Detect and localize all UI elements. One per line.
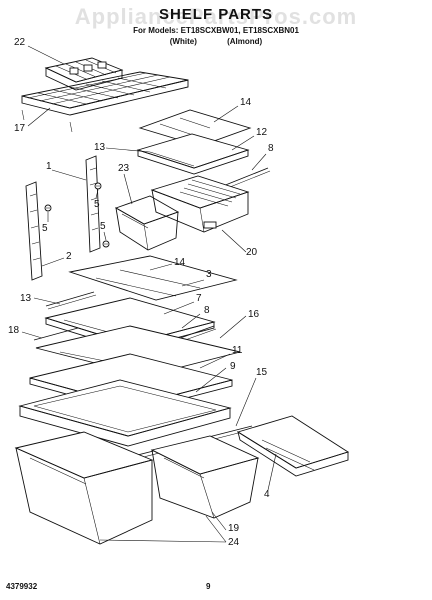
screw-5a [94, 182, 102, 190]
callout-23: 23 [118, 163, 130, 174]
color-almond: (Almond) [227, 37, 263, 46]
deli-drawer-20 [150, 175, 250, 233]
shelf-trim-13 [45, 291, 95, 307]
screw-5c [102, 240, 110, 248]
callout-11: 11 [232, 345, 243, 356]
screw-5b [44, 204, 52, 212]
bin-23 [114, 195, 180, 251]
callout-13-middle: 13 [20, 293, 32, 304]
callout-8-upper: 8 [268, 143, 274, 154]
callout-5b: 5 [42, 223, 48, 234]
shelf-trim-18 [33, 327, 79, 341]
shelf-frame-12-upper [136, 133, 250, 175]
callout-19: 19 [228, 523, 240, 534]
callout-13-upper: 13 [94, 142, 106, 153]
glass-shelf-14-middle [68, 255, 238, 301]
callout-22: 22 [14, 37, 26, 48]
callout-15: 15 [256, 367, 268, 378]
callout-8-middle: 8 [204, 305, 210, 316]
shelf-rail-2 [25, 181, 43, 281]
shelf-rail-1 [85, 155, 101, 253]
models-line: For Models: ET18SCXBW01, ET18SCXBN01 [133, 26, 299, 35]
callout-4: 4 [264, 489, 270, 500]
color-line: (White) (Almond) [0, 37, 432, 46]
crisper-drawer-19 [150, 435, 260, 519]
callout-18: 18 [8, 325, 20, 336]
callout-5a: 5 [94, 199, 100, 210]
callout-17: 17 [14, 123, 26, 134]
callout-14-upper: 14 [240, 97, 252, 108]
callout-2: 2 [66, 251, 72, 262]
drawer-slide-4 [236, 415, 350, 477]
crisper-drawer-24 [14, 431, 154, 545]
crisper-cover-9 [18, 379, 232, 447]
callout-20: 20 [246, 247, 258, 258]
color-white: (White) [169, 37, 197, 46]
page-title: SHELF PARTS [158, 6, 274, 23]
callout-7: 7 [196, 293, 202, 304]
callout-5c: 5 [100, 221, 106, 232]
watermark: AppliancePartsPros.com [74, 4, 358, 29]
callout-9: 9 [230, 361, 236, 372]
leader-lines [21, 45, 277, 543]
callout-1: 1 [46, 161, 52, 172]
callout-3: 3 [206, 269, 212, 280]
page-number: 9 [206, 582, 211, 591]
wire-shelf-17 [21, 71, 189, 133]
rack-22 [44, 57, 124, 91]
callout-24: 24 [228, 537, 240, 548]
callout-16: 16 [248, 309, 260, 320]
callout-14-middle: 14 [174, 257, 186, 268]
part-number: 4379932 [6, 582, 38, 591]
callout-12: 12 [256, 127, 268, 138]
